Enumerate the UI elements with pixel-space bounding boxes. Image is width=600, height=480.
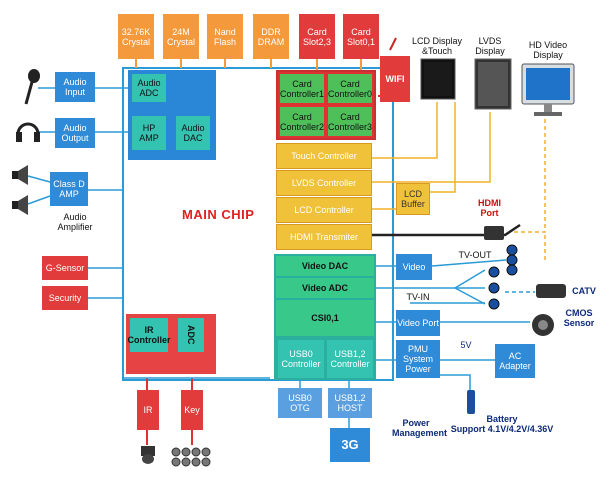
security: Security <box>42 286 88 310</box>
audio-output: Audio Output <box>55 118 95 148</box>
key-module: Key <box>181 390 203 430</box>
rca-connector-icon <box>506 244 518 276</box>
tv-out-label: TV-OUT <box>458 250 492 260</box>
ac-adapter: AC Adapter <box>495 344 535 378</box>
ddr-dram: DDR DRAM <box>253 14 289 59</box>
adc: ADC <box>178 318 204 352</box>
usb12-controller: USB1,2 Controller <box>327 340 373 378</box>
hd-display-label: HD Video Display <box>528 40 568 60</box>
main-chip-outline <box>122 67 394 381</box>
headphone-icon <box>16 122 40 142</box>
tv-links <box>376 259 535 323</box>
lcd-display-icon <box>420 58 456 100</box>
lcd-display-label: LCD Display &Touch <box>411 36 462 56</box>
power-management-label: Power Management <box>392 418 448 438</box>
speaker-icon <box>12 165 28 185</box>
lcd-controller: LCD Controller <box>276 197 372 223</box>
ir-controller: IR Controller <box>128 318 171 352</box>
battery-icon <box>467 390 475 414</box>
card-slot-01: Card Slot0,1 <box>343 14 379 59</box>
card-controller-2: Card Controller2 <box>278 105 326 138</box>
ir-receiver-icon <box>141 446 155 464</box>
touch-controller: Touch Controller <box>276 143 372 169</box>
lvds-controller: LVDS Controller <box>276 170 372 196</box>
csi-interface: CSI0,1 <box>276 300 374 336</box>
monitor-icon <box>521 63 575 116</box>
catv-label: CATV <box>572 286 596 296</box>
speaker-icon <box>12 195 28 215</box>
catv-icon <box>536 284 566 298</box>
wifi-module: WIFI <box>380 56 410 102</box>
hdmi-transmiter: HDMI Transmiter <box>276 224 372 250</box>
audio-links <box>27 87 130 299</box>
wifi-antenna <box>389 37 397 51</box>
card-controller-3: Card Controller3 <box>326 105 374 138</box>
lvds-display-icon <box>474 58 512 110</box>
video-dac: Video DAC <box>276 256 374 276</box>
video-adc: Video ADC <box>276 278 374 298</box>
crystal-32k: 32.76K Crystal <box>118 14 154 59</box>
audio-input: Audio Input <box>55 72 95 102</box>
hdmi-port-label: HDMI Port <box>478 198 501 218</box>
audio-adc: Audio ADC <box>132 74 166 102</box>
ir-module: IR <box>137 390 159 430</box>
5v-label: 5V <box>460 340 472 350</box>
usb0-otg: USB0 OTG <box>278 388 322 418</box>
pmu-system-power: PMU System Power <box>396 340 440 378</box>
lvds-display-label: LVDS Display <box>475 36 505 56</box>
class-d-amp: Class D AMP <box>50 172 88 206</box>
audio-amplifier-label: Audio Amplifier <box>57 212 93 232</box>
hp-amp: HP AMP <box>132 116 166 150</box>
keypad-icon <box>171 447 211 467</box>
cmos-sensor-label: CMOS Sensor <box>563 308 595 328</box>
lcd-buffer: LCD Buffer <box>396 183 430 215</box>
tv-in-label: TV-IN <box>406 292 430 302</box>
video-port: Video Port <box>396 310 440 336</box>
card-slot-23: Card Slot2,3 <box>299 14 335 59</box>
video-box: Video <box>396 254 432 280</box>
module-3g: 3G <box>330 428 370 462</box>
crystal-24m: 24M Crystal <box>163 14 199 59</box>
g-sensor: G-Sensor <box>42 256 88 280</box>
usb0-controller: USB0 Controller <box>278 340 324 378</box>
audio-dac: Audio DAC <box>176 116 210 150</box>
microphone-icon <box>24 69 40 105</box>
display-links <box>370 102 491 210</box>
hdmi-port-icon <box>484 226 504 240</box>
rca-input-icon <box>488 266 500 310</box>
usb12-host: USB1,2 HOST <box>328 388 372 418</box>
camera-icon <box>532 314 554 336</box>
battery-label: Battery Support 4.1V/4.2V/4.36V <box>450 414 554 434</box>
nand-flash: Nand Flash <box>207 14 243 59</box>
card-controller-0: Card Controller0 <box>326 72 374 105</box>
main-chip-label: MAIN CHIP <box>182 207 255 222</box>
card-controller-1: Card Controller1 <box>278 72 326 105</box>
